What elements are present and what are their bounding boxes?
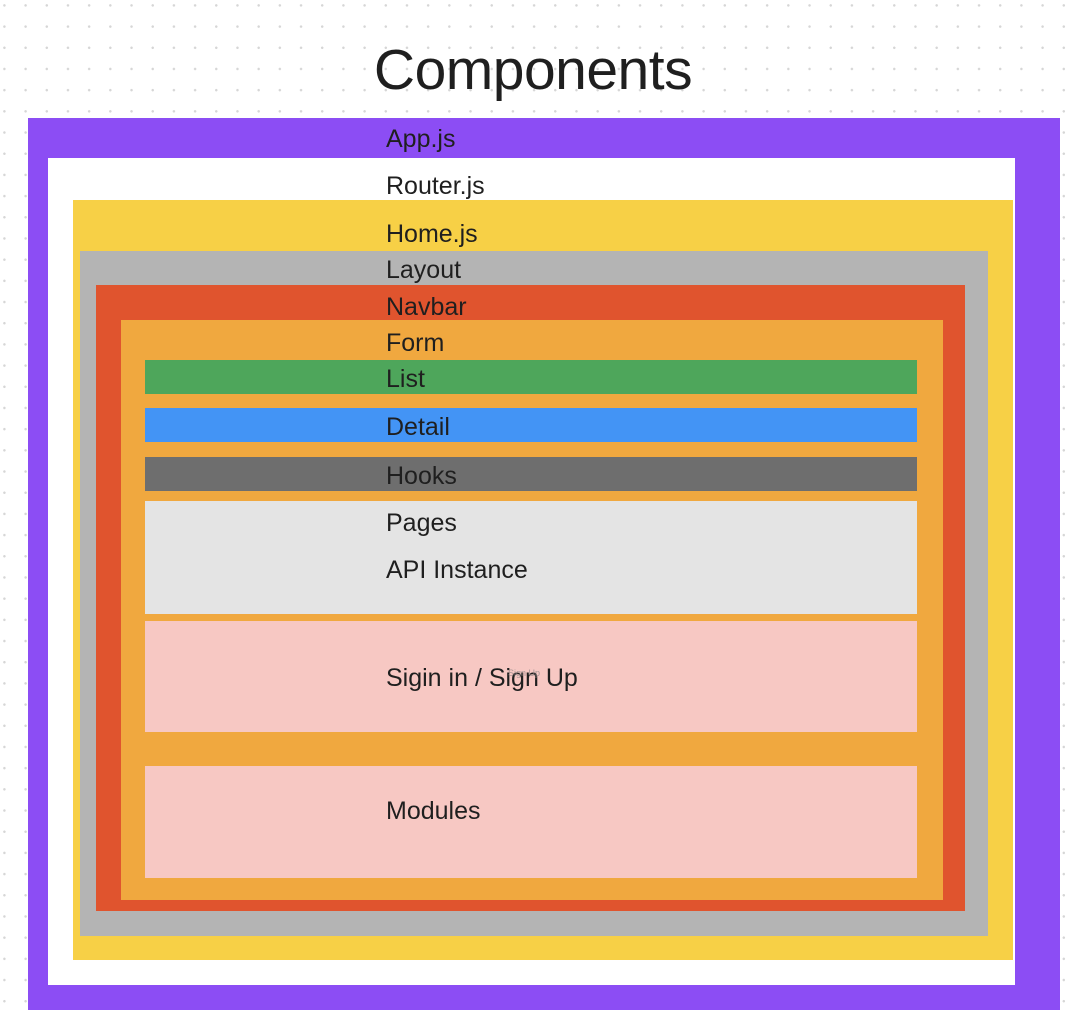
label-app-js: App.js xyxy=(386,125,456,153)
container-list[interactable] xyxy=(145,360,917,394)
label-signin-signup: Sigin in / Sign Up xyxy=(386,664,578,692)
label-navbar: Navbar xyxy=(386,293,467,321)
label-form: Form xyxy=(386,329,445,357)
container-pages-api[interactable] xyxy=(145,501,917,614)
label-layout: Layout xyxy=(386,256,462,284)
label-pages: Pages xyxy=(386,509,457,537)
container-hooks[interactable] xyxy=(145,457,917,491)
label-list: List xyxy=(386,365,425,393)
container-modules[interactable] xyxy=(145,766,917,878)
page-title: Components xyxy=(373,38,693,102)
container-signin-signup[interactable] xyxy=(145,621,917,732)
label-detail: Detail xyxy=(386,413,450,441)
container-detail[interactable] xyxy=(145,408,917,442)
label-hooks: Hooks xyxy=(386,462,457,490)
label-home-js: Home.js xyxy=(386,220,478,248)
label-modules: Modules xyxy=(386,797,481,825)
ghost-text-artifact: Sign Up xyxy=(508,668,541,678)
label-api-instance: API Instance xyxy=(386,556,528,584)
label-router-js: Router.js xyxy=(386,172,485,200)
